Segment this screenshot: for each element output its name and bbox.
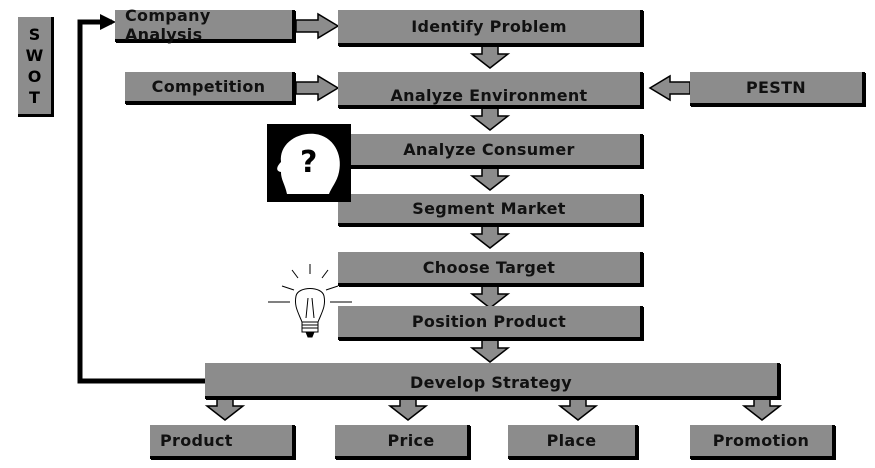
down-arrow-1 (469, 45, 511, 69)
arrow-pestn-to-environment (648, 74, 691, 102)
arrow-company-to-identify (295, 12, 340, 40)
mix-label: Product (160, 431, 233, 450)
step-position-product: Position Product (338, 306, 643, 340)
competition-label: Competition (151, 77, 266, 96)
down-arrow-5 (469, 285, 511, 309)
down-arrow-4 (469, 225, 511, 249)
mix-label: Promotion (712, 431, 810, 450)
pestn-box: PESTN (690, 72, 865, 106)
mix-promotion-box: Promotion (690, 425, 835, 459)
branch-arrow-1 (204, 397, 246, 421)
step-label: Segment Market (412, 199, 566, 218)
swot-box: S W O T (18, 17, 54, 117)
step-label: Choose Target (422, 258, 556, 277)
branch-arrow-2 (387, 397, 429, 421)
step-identify-problem: Identify Problem (338, 10, 643, 46)
down-arrow-6 (469, 339, 511, 363)
branch-arrow-3 (557, 397, 599, 421)
head-question-icon: ? (267, 124, 351, 202)
step-segment-market: Segment Market (338, 194, 643, 226)
step-label: Analyze Environment (390, 86, 588, 105)
competition-box: Competition (125, 72, 295, 104)
light-bulb-icon (268, 264, 352, 338)
step-analyze-environment: Analyze Environment (338, 72, 643, 108)
down-arrows (469, 45, 511, 363)
company-analysis-box: Company Analysis (115, 6, 295, 44)
feedback-line (77, 19, 205, 384)
mix-place-box: Place (508, 425, 638, 459)
branch-arrows (204, 397, 783, 421)
swot-letter-o: O (27, 66, 42, 86)
mix-label: Price (387, 431, 435, 450)
step-analyze-consumer: Analyze Consumer (338, 134, 643, 168)
step-label: Analyze Consumer (403, 140, 575, 159)
arrow-competition-to-environment (295, 74, 340, 102)
pestn-label: PESTN (746, 78, 806, 97)
down-arrow-3 (469, 167, 511, 191)
company-analysis-label: Company Analysis (125, 5, 211, 44)
svg-text:?: ? (300, 145, 317, 180)
step-develop-strategy: Develop Strategy (205, 363, 780, 399)
step-label: Position Product (411, 312, 567, 331)
mix-product-box: Product (150, 425, 295, 459)
swot-letter-s: S (28, 24, 41, 44)
down-arrow-2 (469, 107, 511, 131)
step-label: Develop Strategy (410, 373, 572, 392)
mix-price-box: Price (335, 425, 470, 459)
mix-label: Place (546, 431, 597, 450)
feedback-arrowhead (100, 14, 116, 30)
swot-letter-w: W (25, 45, 44, 65)
branch-arrow-4 (741, 397, 783, 421)
step-choose-target: Choose Target (338, 252, 643, 286)
swot-letter-t: T (29, 87, 40, 107)
step-label: Identify Problem (411, 17, 567, 36)
